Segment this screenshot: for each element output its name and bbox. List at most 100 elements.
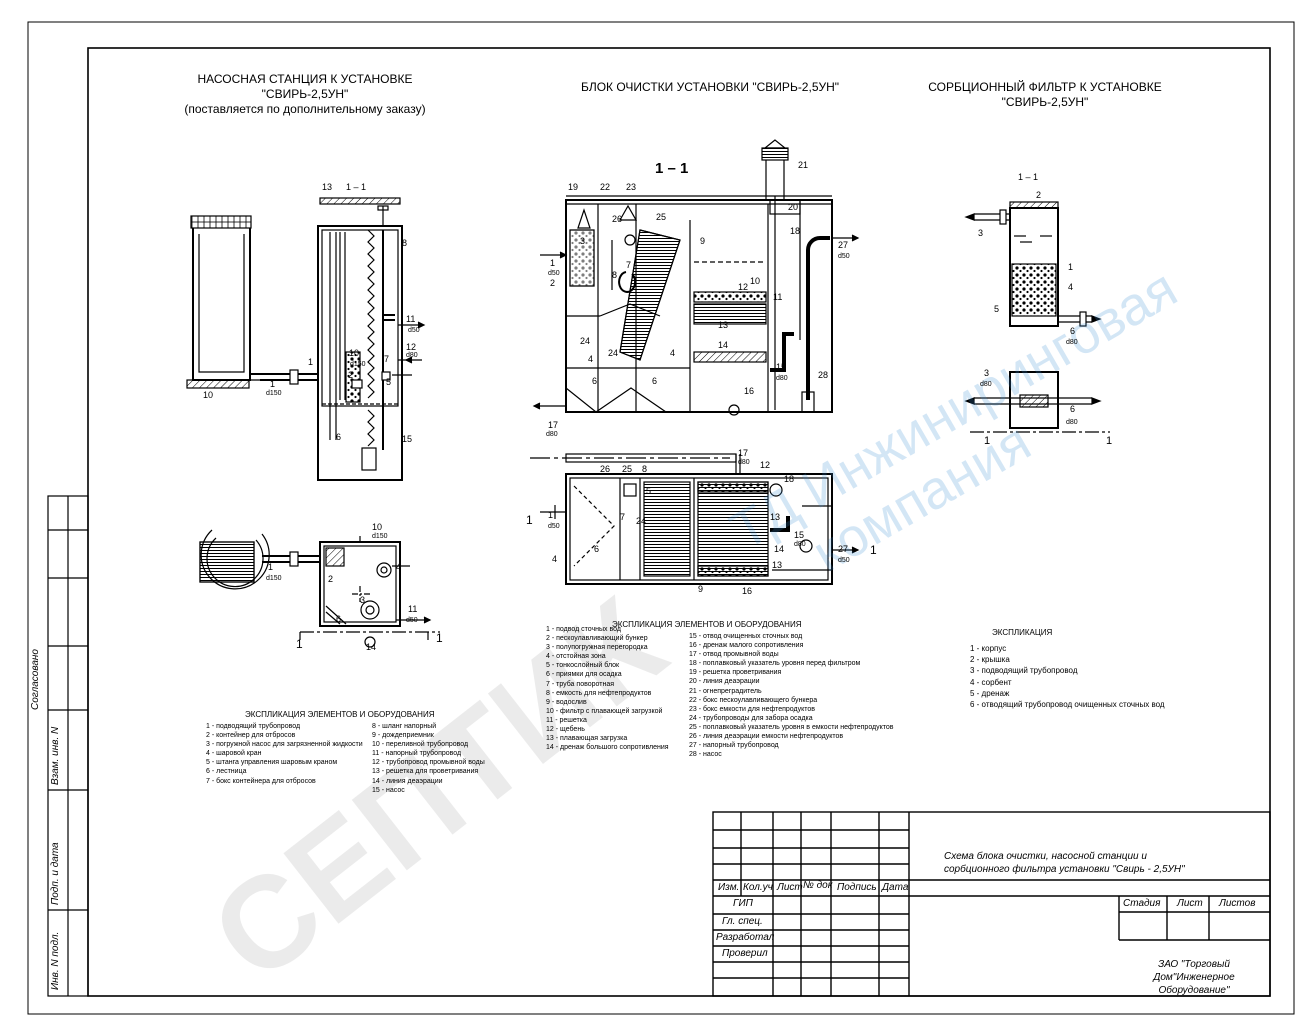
svg-text:5: 5 [386,377,391,387]
svg-text:13: 13 [770,512,780,522]
role-gip: ГИП [733,898,753,909]
svg-text:9: 9 [700,236,705,246]
legend-item: 8 - шланг напорный [372,723,437,730]
svg-text:d50: d50 [548,523,560,530]
svg-text:7: 7 [626,260,631,270]
svg-text:3: 3 [984,368,989,378]
svg-text:6: 6 [1070,326,1075,336]
side-agreed: Согласовано [30,649,41,710]
hdr-qty: Кол.уч [743,882,773,893]
svg-text:2: 2 [550,278,555,288]
legend-item: 13 - плавающая загрузка [546,735,628,743]
svg-text:1: 1 [296,637,303,651]
role-developer: Разработал [716,932,775,943]
pump-title-line1: НАСОСНАЯ СТАНЦИЯ К УСТАНОВКЕ [197,72,413,86]
svg-text:5: 5 [994,304,999,314]
sorb-legend-list: 1 - корпус 2 - крышка 3 - подводящий тру… [970,643,1165,710]
legend-item: 22 - бокс пескоулавливающего бункера [689,696,818,704]
legend-item: 11 - напорный трубопровод [372,750,462,758]
svg-text:4: 4 [552,554,557,564]
svg-text:7: 7 [384,354,389,364]
legend-item: 2 - контейнер для отбросов [206,732,296,740]
legend-item: 11 - решетка [546,716,587,724]
svg-text:1: 1 [436,631,443,645]
sheets-label: Листов [1219,898,1256,909]
hdr-signature: Подпись [837,882,877,893]
sorb-title-line1: СОРБЦИОННЫЙ ФИЛЬТР К УСТАНОВКЕ [928,80,1162,94]
pump-legend-col1: 1 - подводящий трубопровод 2 - контейнер… [206,722,363,786]
svg-text:25: 25 [656,212,666,222]
legend-item: 12 - щебень [546,726,585,734]
svg-text:9: 9 [698,584,703,594]
hdr-date: Дата [882,882,909,893]
legend-item: 9 - дождеприемник [372,732,434,740]
legend-item: 3 - полупогружная перегородка [546,644,648,652]
legend-item: 25 - поплавковый указатель уровня в емко… [689,723,894,731]
pump-title-line3: (поставляется по дополнительному заказу) [184,102,426,116]
svg-text:3: 3 [360,595,365,605]
svg-text:15: 15 [402,434,412,444]
legend-item: 18 - поплавковый указатель уровня перед … [689,660,861,668]
legend-item: 6 - лестница [206,768,247,776]
svg-text:d150: d150 [266,575,282,582]
cleaning-block-section [532,139,860,416]
sheet-label: Лист [1177,898,1203,909]
svg-text:11: 11 [773,292,782,302]
svg-text:11: 11 [406,314,415,324]
svg-text:14: 14 [718,340,728,350]
svg-text:25: 25 [622,464,632,474]
svg-text:11: 11 [408,604,417,614]
svg-text:10: 10 [372,522,382,532]
svg-text:22: 22 [600,182,610,192]
side-sign-date: Подп. и дата [50,842,61,905]
svg-text:24: 24 [580,336,590,346]
legend-item: 5 - тонкослойный блок [546,662,620,670]
company-name: ЗАО "Торговый Дом"Инженерное Оборудовани… [1118,958,1270,997]
svg-text:17: 17 [738,448,748,458]
legend-item: 10 - фильтр с плавающей загрузкой [546,707,663,715]
watermark-company: ТД Инжиниринговая компания [721,258,1187,584]
legend-item: 8 - емкость для нефтепродуктов [546,689,652,697]
role-checker: Проверил [722,948,768,959]
role-chief-spec: Гл. спец. [722,916,763,927]
svg-text:1: 1 [1106,435,1112,447]
svg-text:10: 10 [203,390,213,400]
svg-text:18: 18 [790,226,800,236]
svg-text:d50: d50 [406,617,418,624]
legend-item: 19 - решетка проветривания [689,669,782,677]
svg-text:6: 6 [594,544,599,554]
svg-text:d80: d80 [1066,419,1078,426]
svg-text:26: 26 [612,214,622,224]
svg-text:d150: d150 [372,533,388,540]
svg-text:1: 1 [870,543,877,557]
svg-text:d80: d80 [546,431,558,438]
pump-legend-title: ЭКСПЛИКАЦИЯ ЭЛЕМЕНТОВ И ОБОРУДОВАНИЯ [245,710,435,719]
svg-text:6: 6 [592,376,597,386]
svg-text:15: 15 [776,362,786,372]
svg-text:26: 26 [600,464,610,474]
stage-label: Стадия [1123,898,1161,909]
svg-text:4: 4 [588,354,593,364]
svg-text:d80: d80 [738,459,750,466]
block-section-label: 1 – 1 [655,160,688,177]
block-legend-col2: 15 - отвод очищенных сточных вод 16 - др… [689,632,894,759]
legend-item: 14 - дренаж большого сопротивления [546,744,669,752]
dim-d80-a: d80 [406,352,418,359]
legend-item: 20 - линия деаэрации [689,678,760,686]
legend-item: 7 - труба поворотная [546,680,615,688]
svg-text:2: 2 [348,370,353,380]
legend-item: 3 - погружной насос для загрязненной жид… [206,741,363,749]
svg-text:13: 13 [772,560,782,570]
pump-station-section [186,197,426,481]
svg-text:5: 5 [646,486,651,496]
block-title: БЛОК ОЧИСТКИ УСТАНОВКИ "СВИРЬ-2,5УН" [580,80,840,94]
svg-text:21: 21 [798,160,808,170]
legend-item: 12 - трубопровод промывной воды [372,759,485,767]
svg-text:14: 14 [366,642,376,652]
svg-text:10: 10 [349,348,359,358]
dim-d150-a: d150 [350,361,366,368]
legend-item: 2 - крышка [970,655,1010,665]
pump-title-line2: "СВИРЬ-2,5УН" [261,87,349,101]
svg-text:6: 6 [336,432,341,442]
